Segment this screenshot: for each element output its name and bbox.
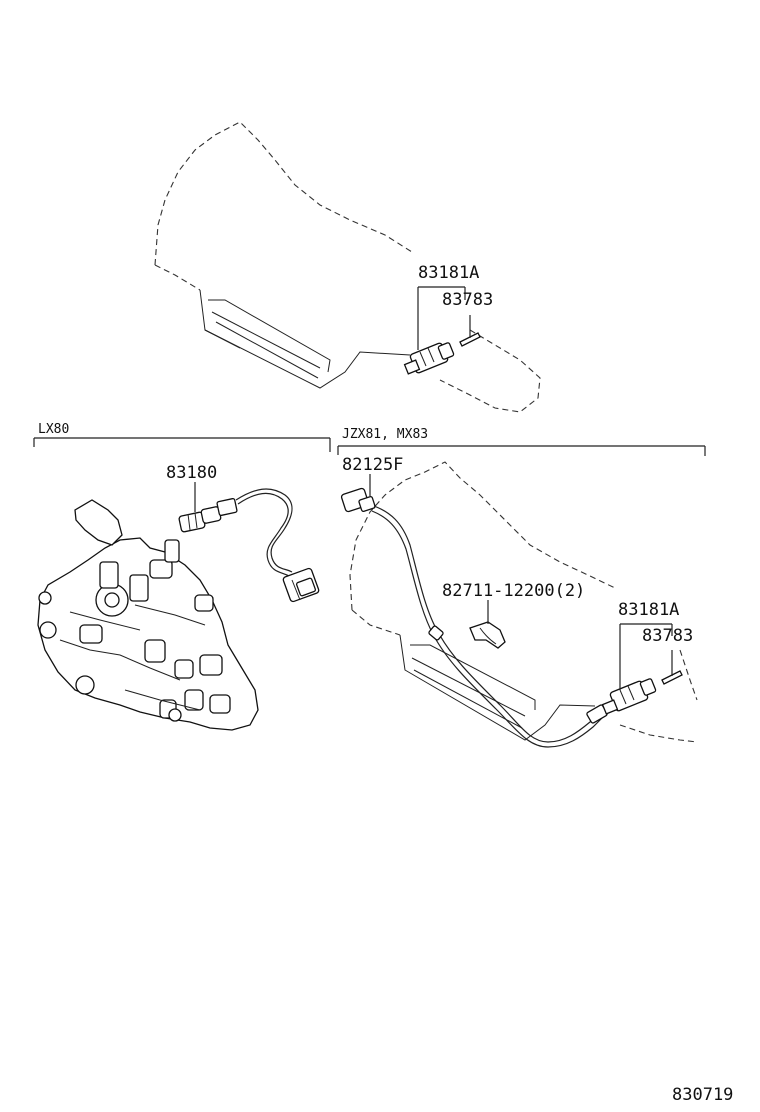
group-bracket-right [337, 445, 706, 456]
label-lx80-sensor: 83180 [166, 463, 217, 483]
top-speed-sensor [403, 342, 455, 375]
label-right-sensor: 83181A [618, 600, 679, 620]
injection-pump-drawing [37, 499, 259, 731]
top-pin [459, 332, 481, 347]
label-clamp: 82711-12200(2) [442, 581, 585, 601]
lx80-connector [282, 567, 320, 603]
right-speed-sensor [601, 678, 657, 715]
clamp [469, 621, 506, 649]
group-label-jzx81-mx83: JZX81, MX83 [342, 427, 428, 442]
right-leader-lines [619, 623, 673, 690]
label-right-pin: 83783 [642, 626, 693, 646]
wire-harness [340, 487, 608, 748]
label-top-sensor: 83181A [418, 263, 479, 283]
right-pin [661, 670, 683, 685]
label-harness: 82125F [342, 455, 403, 475]
top-transmission-outline [154, 121, 541, 413]
group-label-lx80: LX80 [38, 422, 69, 437]
label-top-pin: 83783 [442, 290, 493, 310]
figure-number: 830719 [672, 1085, 733, 1105]
right-transmission-outline [349, 461, 698, 743]
group-bracket-left [33, 437, 331, 452]
lx80-speed-sensor [178, 488, 293, 577]
top-leader-lines [417, 286, 471, 350]
